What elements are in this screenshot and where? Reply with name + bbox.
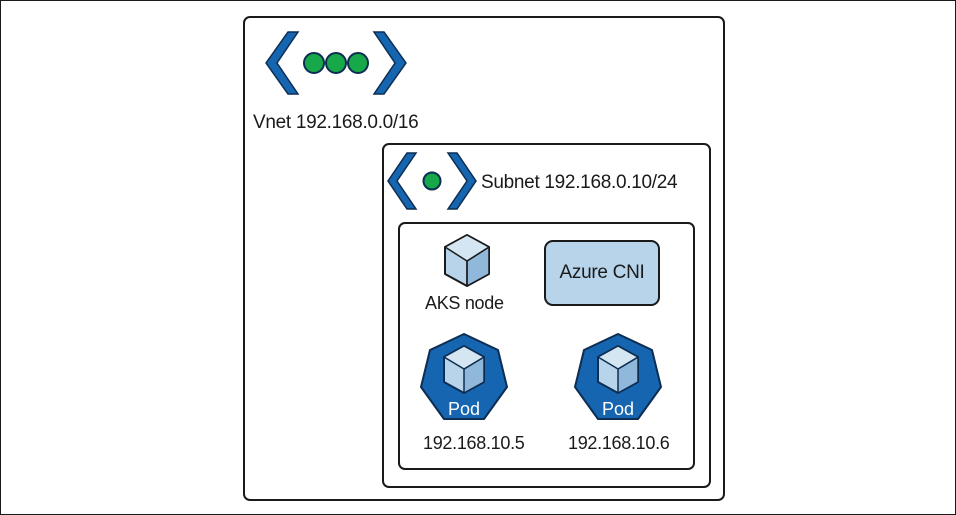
pod-ip-label: 192.168.10.5 xyxy=(423,433,525,453)
pod-heptagon-icon xyxy=(420,333,508,420)
vnet-icon xyxy=(265,31,407,95)
azure-cni-box: Azure CNI xyxy=(544,240,660,306)
subnet-icon xyxy=(387,152,477,210)
aks-node-label: AKS node xyxy=(425,293,504,313)
pod-label: Pod xyxy=(447,399,481,419)
cube-icon xyxy=(444,234,490,287)
pod-heptagon-icon xyxy=(574,333,662,420)
vnet-label: Vnet 192.168.0.0/16 xyxy=(253,112,419,133)
pod-ip-label: 192.168.10.6 xyxy=(568,433,670,453)
pod-label: Pod xyxy=(601,399,635,419)
subnet-label: Subnet 192.168.0.10/24 xyxy=(481,172,678,193)
